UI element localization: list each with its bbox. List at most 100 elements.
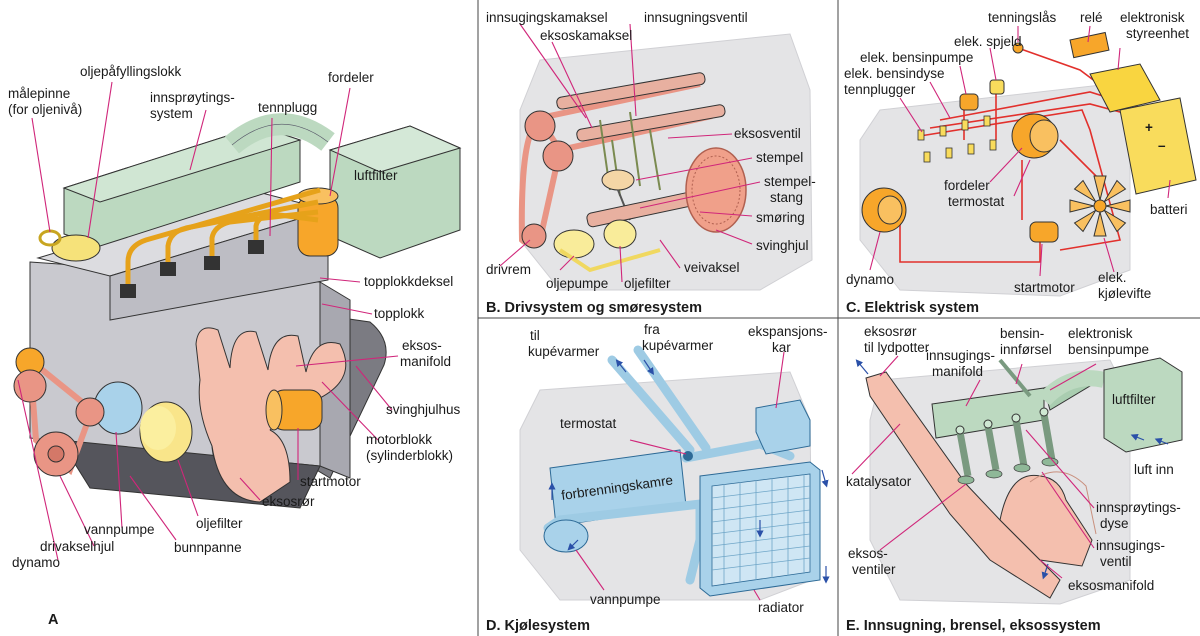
label-svinghjulhus: svinghjulhus [386, 402, 461, 417]
panel-b-labels: innsugingskamaksel innsugningsventil eks… [486, 10, 816, 316]
label-kjolevifte-2: kjølevifte [1098, 286, 1151, 301]
label-luftfilter-e: luftfilter [1112, 392, 1156, 407]
battery-minus: – [1158, 138, 1166, 153]
label-tennplugg: tennplugg [258, 100, 317, 115]
label-radiator: radiator [758, 600, 804, 615]
label-motorblokk-1: motorblokk [366, 432, 432, 447]
panel-a-leaders [17, 81, 399, 561]
battery [1119, 97, 1197, 195]
exhaust-pipe [211, 429, 291, 503]
heater-in-pipe [633, 345, 711, 453]
label-motorblokk-2: (sylinderblokk) [366, 448, 453, 463]
exhaust-pipe-e [865, 371, 1061, 599]
label-spjeld: elek. spjeld [954, 34, 1022, 49]
label-eksosventiler-2: ventiler [852, 562, 896, 577]
label-smoring: smøring [756, 210, 805, 225]
label-eksosror-2: til lydpotter [864, 340, 930, 355]
label-stempelstang-1: stempel- [764, 174, 816, 189]
label-luft-inn: luft inn [1134, 462, 1174, 477]
label-innsugingskamaksel: innsugingskamaksel [486, 10, 608, 25]
starter-motor-c [1029, 221, 1059, 243]
piston [601, 169, 635, 191]
label-styreenhet-2: styreenhet [1126, 26, 1189, 41]
label-veiveaksel: veivaksel [684, 260, 740, 275]
panel-c-labels: tenningslås relé elektronisk styreenhet … [844, 10, 1189, 316]
label-eksosventil: eksosventil [734, 126, 801, 141]
label-ekspansjon-1: ekspansjons- [748, 324, 828, 339]
panel-b: innsugingskamaksel innsugningsventil eks… [486, 10, 816, 316]
label-innsugingsmanifold-1: innsugings- [926, 348, 995, 363]
label-stempel: stempel [756, 150, 803, 165]
intake-runners [955, 407, 1056, 477]
dipstick-handle [38, 229, 62, 247]
label-til-2: kupévarmer [528, 344, 600, 359]
label-malepinne-2: (for oljenivå) [8, 102, 82, 117]
air-flow-arrows [855, 359, 1169, 580]
exhaust-ports [957, 457, 1059, 485]
label-bensinpumpe-1: elektronisk [1068, 326, 1133, 341]
label-eksoskamaksel: eksoskamaksel [540, 28, 632, 43]
label-oljefilter-b: oljefilter [624, 276, 671, 291]
label-topplokkdeksel: topplokkdeksel [364, 274, 453, 289]
thermostat-d [683, 451, 693, 461]
label-fordeler-c: fordeler [944, 178, 990, 193]
label-startmotor: startmotor [300, 474, 361, 489]
label-tenningslas: tenningslås [988, 10, 1057, 25]
label-topplokk: topplokk [374, 306, 425, 321]
heater-out-pipe [607, 355, 695, 455]
spark-plug-2 [160, 262, 176, 276]
label-dynamo-c: dynamo [846, 272, 894, 287]
panel-a: målepinne (for oljenivå) oljepåfyllingsl… [8, 64, 462, 628]
label-drivrem: drivrem [486, 262, 531, 277]
label-innsugingsventil-1: innsugings- [1096, 538, 1165, 553]
label-dyse-2: dyse [1100, 516, 1129, 531]
air-filter-e [1103, 357, 1183, 453]
label-stempelstang-2: stang [770, 190, 803, 205]
label-innsugningsventil: innsugningsventil [644, 10, 748, 25]
label-eksosmanifold-1: eksos- [402, 338, 442, 353]
spark-plug-3 [204, 256, 220, 270]
intake-camshaft [556, 72, 706, 110]
oil-filter-b [603, 219, 637, 249]
label-til-1: til [530, 328, 540, 343]
panel-a-labels: målepinne (for oljenivå) oljepåfyllingsl… [8, 64, 461, 628]
label-eksosmanifold-2: manifold [400, 354, 451, 369]
label-bensinpumpe: elek. bensinpumpe [860, 50, 973, 65]
panel-dividers [477, 0, 1200, 636]
spark-plugs-and-injectors [917, 115, 997, 163]
label-bunnpanne: bunnpanne [174, 540, 242, 555]
relay [1069, 31, 1110, 59]
spark-plug-1 [120, 284, 136, 298]
electronic-throttle [989, 79, 1005, 95]
label-katalysator: katalysator [846, 474, 912, 489]
panel-b-title: B. Drivsystem og smøresystem [486, 300, 702, 316]
label-kjolevifte-1: elek. [1098, 270, 1127, 285]
panel-d-title: D. Kjølesystem [486, 618, 590, 634]
panel-b-leaders [499, 23, 761, 283]
panel-d-leaders [575, 351, 785, 601]
oil-pump [553, 229, 595, 259]
expansion-tank [755, 399, 811, 455]
label-bensininnforsel-2: innførsel [1000, 342, 1052, 357]
label-fra-1: fra [644, 322, 660, 337]
panel-d: til kupévarmer fra kupévarmer ekspansjon… [486, 322, 830, 634]
label-innsugingsmanifold-2: manifold [932, 364, 983, 379]
panel-e-labels: eksosrør til lydpotter innsugings- manif… [846, 324, 1181, 634]
label-drivakselhjul: drivakselhjul [40, 539, 114, 554]
label-bensindyse: elek. bensindyse [844, 66, 945, 81]
label-malepinne-1: målepinne [8, 86, 70, 101]
panel-a-letter: A [48, 612, 59, 628]
electric-cooling-fan [1069, 175, 1131, 237]
label-oljepafyllingslokk: oljepåfyllingslokk [80, 64, 182, 79]
label-vannpumpe: vannpumpe [84, 522, 155, 537]
panel-c-title: C. Elektrisk system [846, 300, 979, 316]
panel-e-title: E. Innsugning, brensel, eksossystem [846, 618, 1101, 634]
label-fra-2: kupévarmer [642, 338, 714, 353]
water-pump-d [543, 519, 589, 553]
label-bensinpumpe-2: bensinpumpe [1068, 342, 1149, 357]
panel-c: + – [844, 10, 1197, 316]
label-innsproytings-1: innsprøytings- [150, 90, 235, 105]
label-bensininnforsel-1: bensin- [1000, 326, 1044, 341]
